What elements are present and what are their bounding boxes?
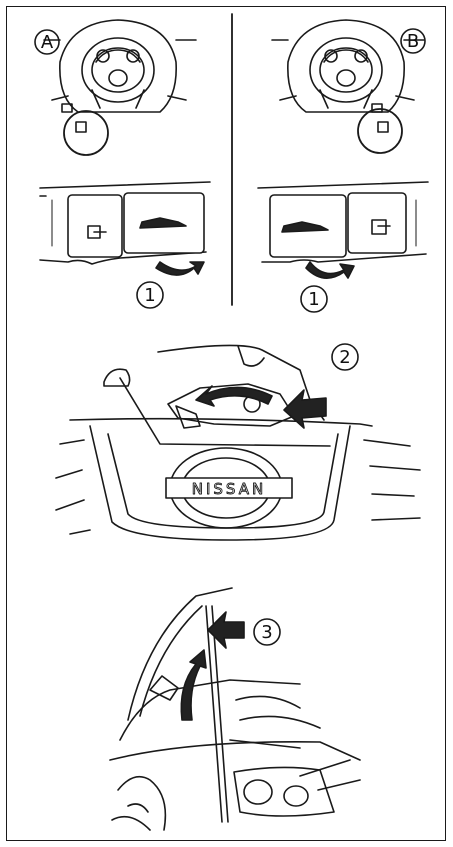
lever-panel-b <box>258 182 428 262</box>
highlight-circle-a <box>64 111 108 155</box>
pull-arrow-b <box>306 262 354 278</box>
callout-a-label: A <box>41 32 54 53</box>
callout-b-badge: B <box>401 29 425 53</box>
callout-step1-right: 1 <box>301 286 327 312</box>
callout-step1-left-label: 1 <box>144 285 155 306</box>
callout-a-badge: A <box>35 30 59 54</box>
pull-arrow-a <box>156 262 204 275</box>
callout-step2: 2 <box>332 344 358 370</box>
callout-step1-right-label: 1 <box>308 289 319 310</box>
highlight-circle-b <box>358 109 402 153</box>
callout-step3: 3 <box>254 619 280 645</box>
hood-latch-grille: NISSAN <box>56 345 420 540</box>
nissan-emblem-text: NISSAN <box>192 480 266 498</box>
callout-b-label: B <box>407 31 419 52</box>
callout-step3-label: 3 <box>261 622 272 643</box>
callout-step1-left: 1 <box>137 282 163 308</box>
lever-panel-a <box>40 182 210 264</box>
callout-step2-label: 2 <box>339 347 350 368</box>
steering-wheel-a <box>44 20 196 132</box>
